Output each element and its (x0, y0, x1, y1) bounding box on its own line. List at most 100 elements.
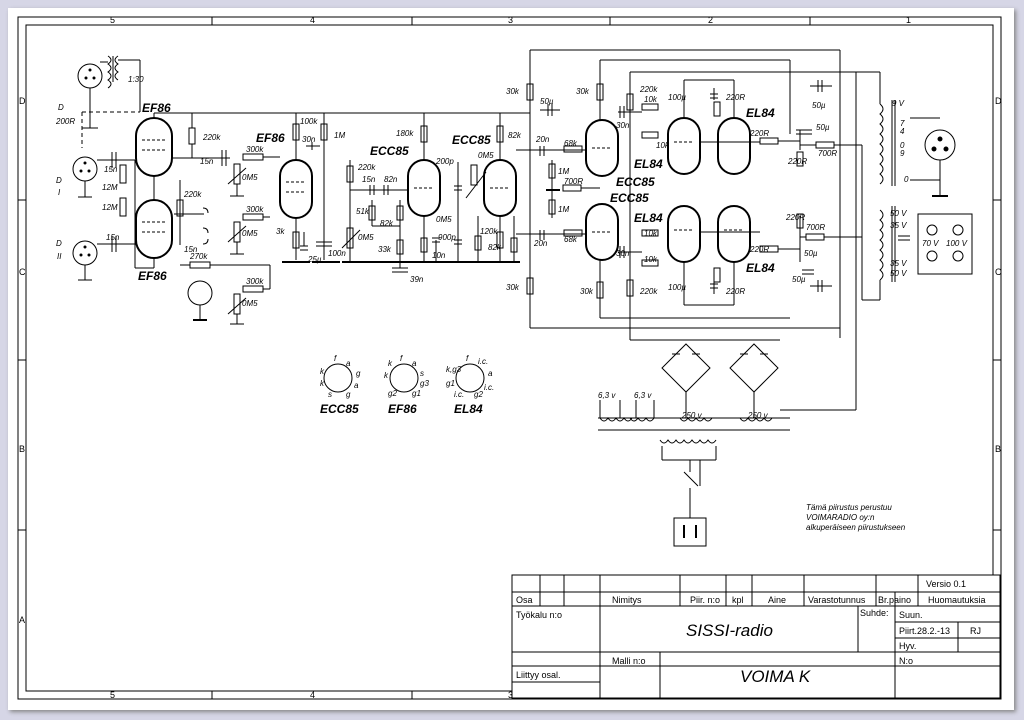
row-label: C (19, 267, 26, 277)
component-label: 220R (787, 157, 807, 166)
pin-label: k,g3 (446, 365, 462, 374)
tube-label: EF86 (142, 101, 171, 115)
component-label: 82k (488, 243, 502, 252)
component-label: 15n (362, 175, 376, 184)
col-label: 1 (906, 15, 911, 25)
component-label: 100n (328, 249, 346, 258)
component-label: 82k (380, 219, 394, 228)
title-block-titles: SISSI-radio VOIMA K (686, 621, 811, 686)
component-label: 82k (508, 131, 522, 140)
component-label: 12M (102, 203, 118, 212)
pin-label: f (466, 354, 469, 363)
tap-label: 0 (904, 175, 909, 184)
component-label: 100k (300, 117, 318, 126)
component-label: 100µ (668, 283, 686, 292)
input-label: II (57, 252, 62, 261)
tap-label: 9 V (892, 99, 905, 108)
field-label: Liittyy osal. (516, 670, 561, 680)
component-label: 220R (725, 93, 745, 102)
wiring (134, 49, 880, 411)
component-label: 30k (506, 87, 520, 96)
row-label: C (995, 267, 1002, 277)
component-label: 700R (818, 149, 837, 158)
component-label: 10k (656, 141, 670, 150)
output-transformer (879, 72, 973, 300)
title-block-text: Versio 0.1 Osa Nimitys Piir. n:o kpl Ain… (516, 579, 986, 680)
component-label: 300k (246, 277, 264, 286)
pin-label: a (346, 359, 351, 368)
tap-label: 0 (900, 141, 905, 150)
component-label: 0M5 (436, 215, 452, 224)
col-label: 4 (310, 15, 315, 25)
version-label: Versio 0.1 (926, 579, 966, 589)
component-label: 51k (356, 207, 370, 216)
field-label: Hyv. (899, 641, 916, 651)
component-label: 220k (202, 133, 221, 142)
tube-label: EL84 (634, 157, 663, 171)
component-label: 10k (644, 229, 658, 238)
field-label: Aine (768, 595, 786, 605)
col-label: 3 (508, 15, 513, 25)
field-label: kpl (732, 595, 744, 605)
pin-label: a (354, 381, 359, 390)
component-label: 220R (785, 213, 805, 222)
pin-label: f (400, 354, 403, 363)
col-label: 4 (310, 690, 315, 700)
component-label: 220k (639, 85, 658, 94)
component-label: 0M5 (478, 151, 494, 160)
component-label: 3k (276, 227, 285, 236)
component-label: 120k (480, 227, 498, 236)
component-label: 300k (246, 205, 264, 214)
component-label: 1M (334, 131, 345, 140)
tube-el84-3 (667, 205, 701, 263)
pin-label: s (328, 390, 332, 399)
tap-label: 35 V (890, 259, 907, 268)
component-label: 30k (506, 283, 520, 292)
tube-label: ECC85 (616, 175, 655, 189)
input-label: I (58, 188, 61, 197)
component-label: 30n (616, 121, 630, 130)
field-label: Huomautuksia (928, 595, 986, 605)
input-label: D (56, 239, 62, 248)
component-label: 30k (580, 287, 594, 296)
title-block (511, 574, 1001, 699)
pin-label: k (384, 371, 389, 380)
pinout-diagrams: f a g a g k k s f k g3 g2 g1 a s k f i.c… (320, 354, 494, 416)
component-label: 30n (616, 249, 630, 258)
drawing-frame (17, 16, 1002, 700)
field-label: RJ (970, 626, 981, 636)
pinout-title: EL84 (454, 402, 483, 416)
row-label: A (19, 615, 25, 625)
component-label: 1M (558, 167, 569, 176)
drawing-note: Tämä piirustus perustuu VOIMARADIO oy:n … (806, 503, 906, 532)
component-label: 50µ (792, 275, 806, 284)
component-label: 15n (104, 165, 118, 174)
input-label: D (58, 103, 64, 112)
field-label: N:o (899, 656, 913, 666)
voltage-label: 250 v (681, 411, 703, 420)
pin-label: s (420, 369, 424, 378)
component-label: 68k (564, 235, 578, 244)
tube-symbols (135, 117, 751, 263)
power-supply (598, 343, 790, 547)
component-label: 0M5 (358, 233, 374, 242)
component-label: 0M5 (242, 173, 258, 182)
tube-label: EF86 (256, 131, 285, 145)
tube-ef86-1 (135, 117, 173, 177)
component-label: 220R (749, 129, 769, 138)
component-label: 20n (535, 135, 550, 144)
row-label: B (19, 444, 25, 454)
tap-label: 100 V (946, 239, 968, 248)
component-label: 300k (246, 145, 264, 154)
component-label: 50µ (540, 97, 554, 106)
drawing-subtitle: VOIMA K (740, 667, 811, 686)
component-label: 15n (184, 245, 198, 254)
tube-label: ECC85 (370, 144, 409, 158)
field-label: Suhde: (860, 608, 889, 618)
pin-label: k (320, 367, 325, 376)
component-label: 10n (432, 251, 446, 260)
pin-label: i.c. (478, 357, 488, 366)
component-label: 50µ (812, 101, 826, 110)
pin-label: g3 (420, 379, 429, 388)
tube-el84-4 (717, 205, 751, 263)
